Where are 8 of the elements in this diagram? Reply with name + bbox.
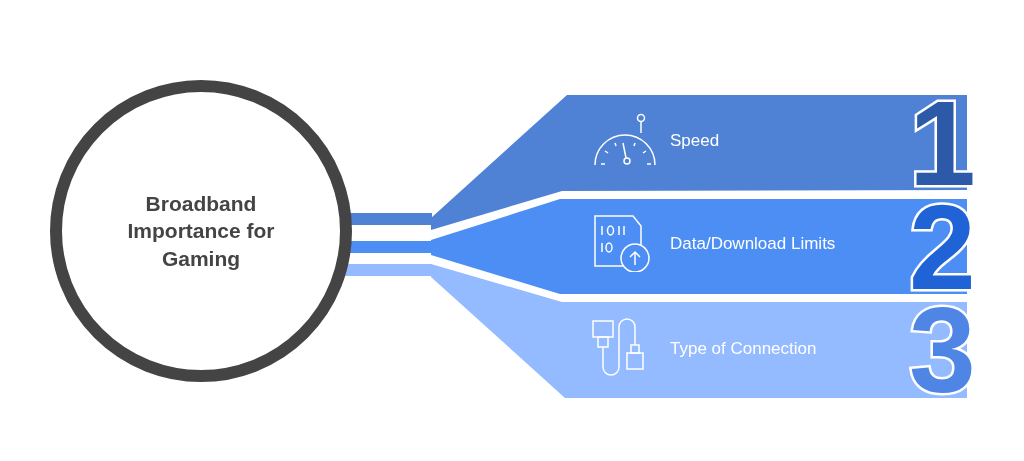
circle-node bbox=[50, 80, 352, 382]
connector-stripe bbox=[344, 264, 432, 276]
band-label: Data/Download Limits bbox=[670, 234, 836, 254]
band-label: Type of Connection bbox=[670, 339, 817, 359]
connector-stripe bbox=[349, 213, 432, 225]
band-label: Speed bbox=[670, 131, 720, 151]
connector-stripe bbox=[349, 241, 432, 253]
node-title: Broadband Importance for Gaming bbox=[126, 191, 276, 272]
